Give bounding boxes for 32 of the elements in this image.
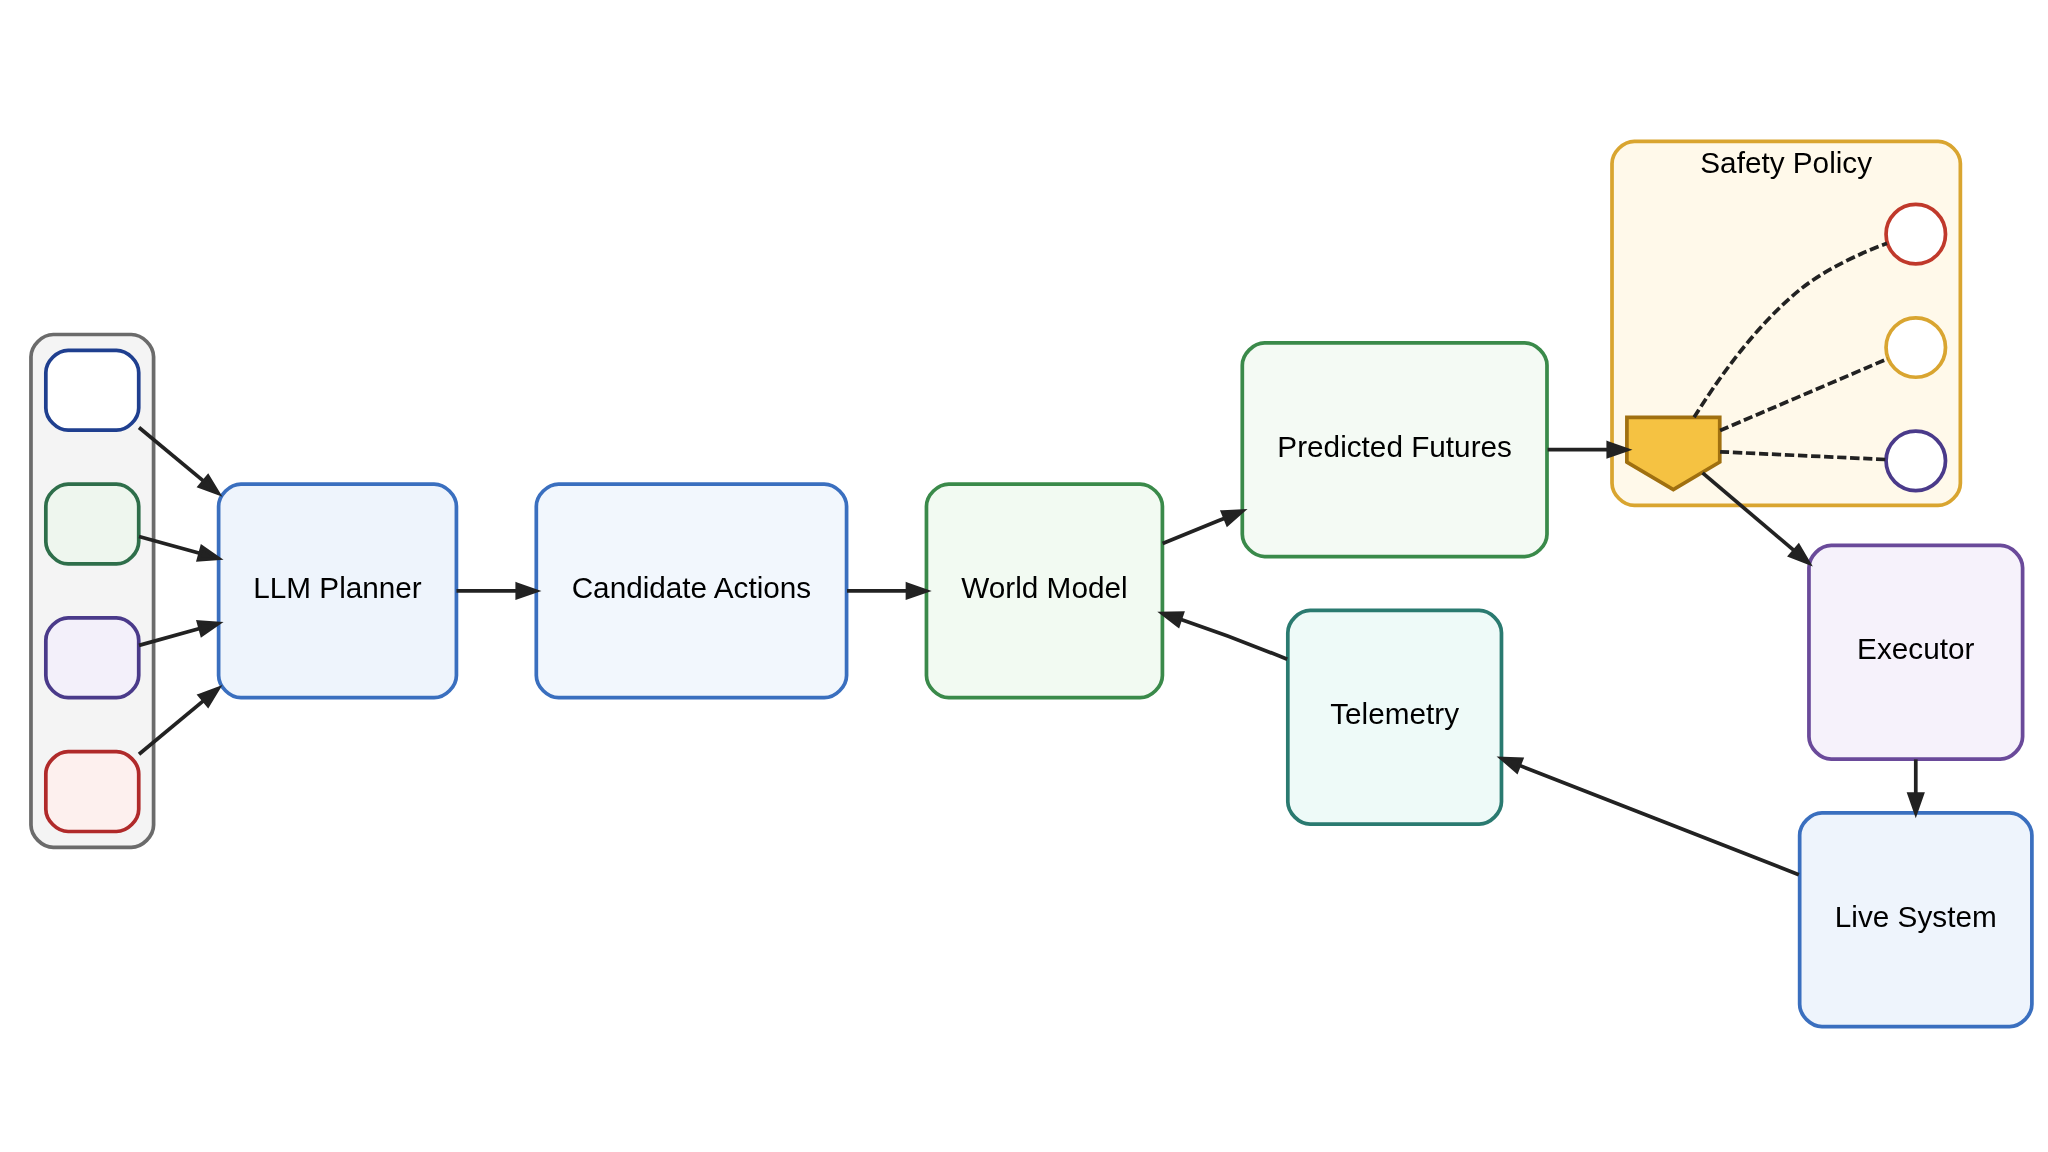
- arrow: [137, 425, 223, 497]
- node-box: LLM Planner: [216, 481, 459, 700]
- arrow: [138, 534, 224, 562]
- node-box: Executor: [1807, 543, 2025, 761]
- node-circle: [1884, 202, 1948, 266]
- connector: [1720, 449, 1886, 461]
- node-circle: [1884, 315, 1948, 379]
- arrow: [1547, 440, 1633, 459]
- connector: [1719, 356, 1889, 432]
- node-box: [43, 481, 141, 566]
- cluster: Safety Policy: [1610, 138, 1963, 507]
- cluster: [29, 332, 156, 849]
- connector: [1692, 241, 1888, 418]
- arrow: [1157, 610, 1288, 661]
- node-box: [43, 615, 141, 700]
- arrow: [137, 684, 223, 756]
- node-box: [43, 347, 141, 432]
- node-box: [43, 749, 141, 833]
- arrow: [1701, 471, 1813, 566]
- arrow: [1496, 755, 1800, 876]
- node-box: Live System: [1797, 810, 2034, 1028]
- node-shield: [1625, 415, 1722, 492]
- node-box: Predicted Futures: [1240, 340, 1549, 558]
- arrow: [1906, 758, 1925, 818]
- arrow: [1161, 508, 1248, 545]
- arrow: [138, 619, 224, 647]
- node-box: World Model: [924, 481, 1165, 700]
- arrow: [456, 581, 542, 600]
- node-box: Candidate Actions: [534, 481, 849, 700]
- arrow: [847, 581, 932, 600]
- node-box: Telemetry: [1285, 608, 1504, 826]
- node-circle: [1884, 428, 1948, 492]
